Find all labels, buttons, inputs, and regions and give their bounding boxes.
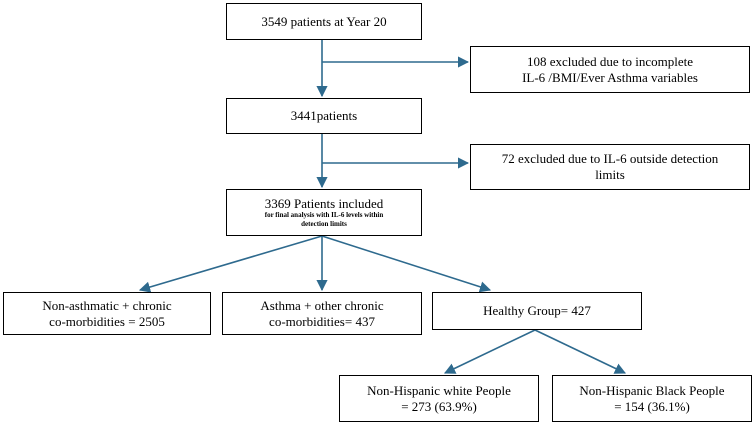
excluded-108-box: 108 excluded due to incomplete IL-6 /BMI… (470, 46, 750, 93)
arrow-to-nonasthmatic (138, 235, 323, 293)
nonasthmatic-line1: Non-asthmatic + chronic (42, 297, 172, 313)
arrow-to-healthy (321, 235, 492, 293)
asthma-box: Asthma + other chronic co-morbidities= 4… (222, 292, 422, 335)
excluded-108-line2: IL-6 /BMI/Ever Asthma variables (522, 69, 698, 85)
patients-3441-text: 3441patients (290, 108, 358, 124)
excluded-72-box: 72 excluded due to IL-6 outside detectio… (470, 144, 750, 190)
black-box: Non-Hispanic Black People = 154 (36.1%) (552, 375, 752, 422)
year20-box: 3549 patients at Year 20 (226, 3, 422, 40)
included-3369-title: 3369 Patients included (264, 195, 384, 211)
black-line1: Non-Hispanic Black People (579, 382, 725, 398)
white-line2: = 273 (63.9%) (401, 398, 477, 414)
excluded-72-line1: 72 excluded due to IL-6 outside detectio… (501, 151, 719, 167)
nonasthmatic-box: Non-asthmatic + chronic co-morbidities =… (3, 292, 211, 335)
excluded-72-line2: limits (595, 167, 625, 182)
asthma-line2: co-morbidities= 437 (269, 313, 375, 329)
included-3369-sub2: detection limits (301, 220, 347, 229)
asthma-line1: Asthma + other chronic (260, 297, 384, 313)
white-box: Non-Hispanic white People = 273 (63.9%) (339, 375, 539, 422)
healthy-text: Healthy Group= 427 (483, 303, 591, 319)
white-line1: Non-Hispanic white People (367, 382, 511, 398)
included-3369-sub1: for final analysis with IL-6 levels with… (264, 211, 384, 220)
arrow-to-black (534, 329, 627, 374)
included-3369-box: 3369 Patients included for final analysi… (226, 189, 422, 236)
excluded-108-line1: 108 excluded due to incomplete (526, 53, 694, 69)
healthy-box: Healthy Group= 427 (432, 292, 642, 330)
nonasthmatic-line2: co-morbidities = 2505 (49, 313, 165, 329)
arrow-to-white (443, 329, 536, 374)
black-line2: = 154 (36.1%) (614, 398, 690, 414)
year20-text: 3549 patients at Year 20 (261, 13, 387, 29)
patients-3441-box: 3441patients (226, 98, 422, 134)
